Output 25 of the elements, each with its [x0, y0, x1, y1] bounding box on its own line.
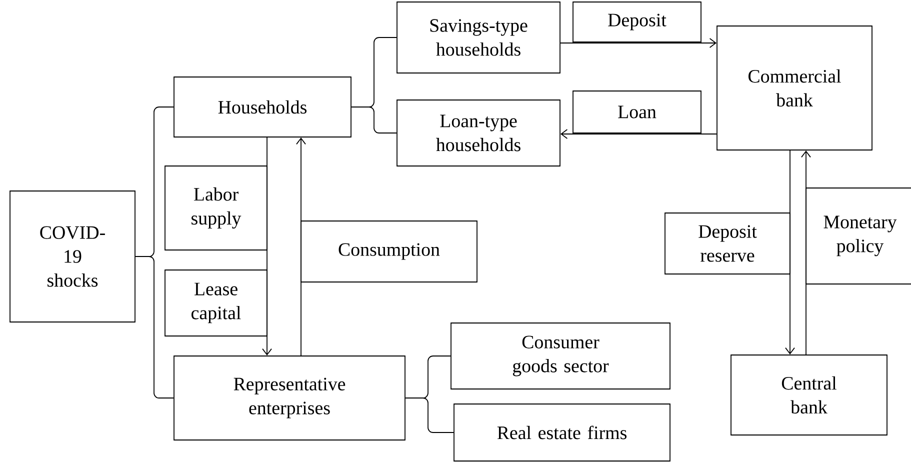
text-box: Lease capital: [164, 270, 268, 336]
text-box: Monetary policy: [806, 188, 911, 284]
arrow: [296, 137, 306, 356]
text-box: Deposit reserve: [664, 212, 790, 274]
text-box: Households: [174, 76, 352, 138]
text-box: Savings-type households: [396, 2, 560, 74]
text-box: Deposit: [572, 2, 702, 42]
text-box: Representative enterprises: [174, 356, 406, 440]
text-box: Consumption: [300, 220, 478, 282]
text-box: Loan: [572, 90, 702, 134]
bracket-line: [135, 256, 174, 398]
arrow: [560, 38, 717, 48]
text-box: COVID-19 shocks: [10, 190, 136, 322]
arrow: [785, 150, 795, 355]
arrow: [560, 129, 717, 139]
text-box: Consumer goods sector: [450, 322, 670, 390]
arrow: [801, 150, 811, 355]
text-box: Loan-type households: [396, 100, 560, 166]
text-box: Real estate firms: [454, 404, 670, 462]
text-box: Commercial bank: [716, 26, 872, 150]
bracket-line: [405, 398, 454, 433]
bracket-line: [351, 106, 397, 134]
text-box: Labor supply: [164, 166, 268, 250]
arrow: [262, 137, 272, 356]
text-box: Central bank: [730, 354, 888, 436]
